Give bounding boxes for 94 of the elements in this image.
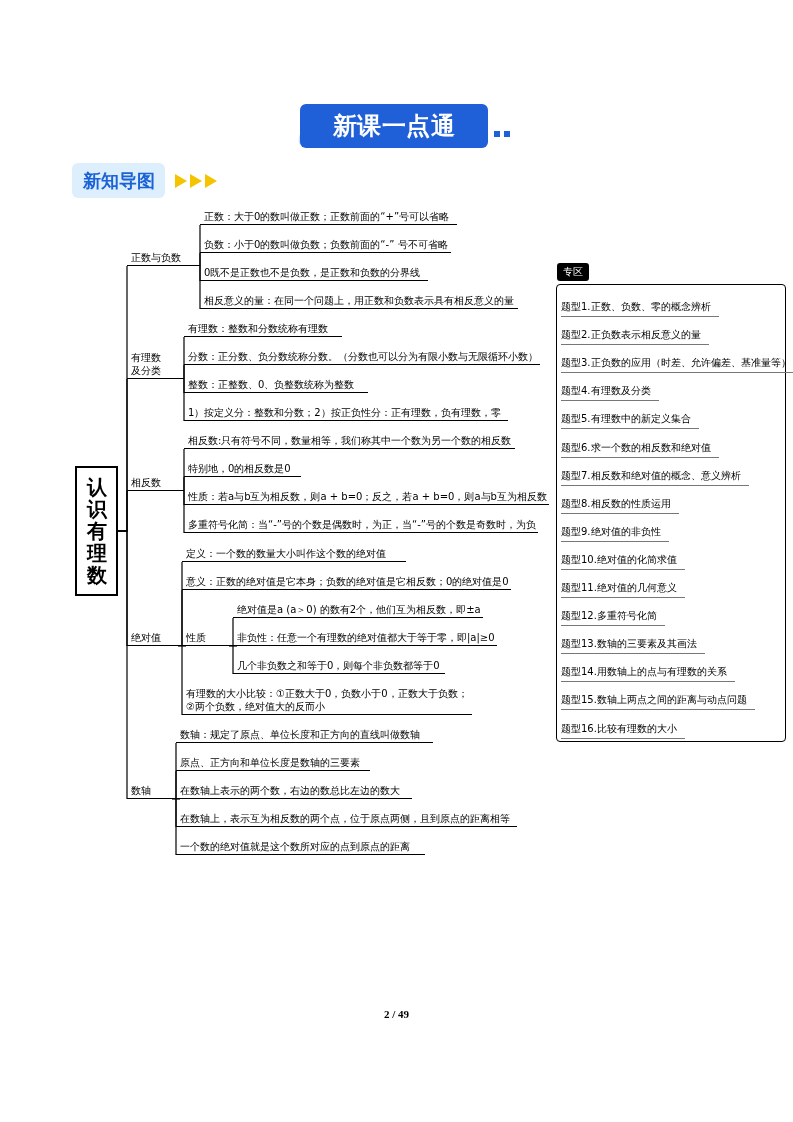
topic-line bbox=[182, 574, 511, 590]
connector-line bbox=[232, 645, 234, 675]
question-type-item: 题型6.求一个数的相反数和绝对值 bbox=[561, 440, 719, 458]
topic-line bbox=[233, 630, 497, 646]
topic-line bbox=[182, 630, 233, 646]
topic-line bbox=[127, 475, 184, 491]
topic-line bbox=[184, 321, 342, 337]
topic-text: 绝对值 bbox=[131, 631, 161, 644]
topic-line bbox=[200, 237, 451, 253]
title: 新课一点通 bbox=[332, 111, 456, 142]
question-type-item: 题型10.绝对值的化简求值 bbox=[561, 552, 685, 570]
topic-line bbox=[200, 265, 428, 281]
topic-line bbox=[184, 349, 540, 365]
topic-text: 定义：一个数的数量大小叫作这个数的绝对值 bbox=[186, 547, 386, 560]
connector-line bbox=[199, 265, 201, 310]
topic-text: 在数轴上，表示互为相反数的两个点，位于原点两侧，且到原点的距离相等 bbox=[180, 812, 510, 825]
connector-line bbox=[175, 798, 177, 856]
topic-line bbox=[200, 293, 518, 309]
question-type-item: 题型11.绝对值的几何意义 bbox=[561, 581, 685, 599]
topic-line bbox=[184, 461, 301, 477]
connector-line bbox=[228, 645, 238, 647]
topic-text: 有理数：整数和分数统称有理数 bbox=[188, 322, 328, 335]
topic-text: 正数与负数 bbox=[131, 251, 181, 264]
topic-text: 相反数:只有符号不同，数量相等，我们称其中一个数为另一个数的相反数 bbox=[188, 434, 512, 447]
topic-text: 原点、正方向和单位长度是数轴的三要素 bbox=[180, 756, 360, 769]
topic-line bbox=[176, 783, 412, 799]
topic-line bbox=[182, 546, 406, 562]
topic-text: 在数轴上表示的两个数，右边的数总比左边的数大 bbox=[180, 784, 400, 797]
topic-text: 特别地，0的相反数是0 bbox=[188, 462, 291, 475]
topic-text: 分数：正分数、负分数统称分数。（分数也可以分为有限小数与无限循环小数） bbox=[188, 350, 538, 363]
connector-line bbox=[171, 798, 181, 800]
topic-text: 相反意义的量：在同一个问题上，用正数和负数表示具有相反意义的量 bbox=[204, 294, 514, 307]
root-label: 认识有理数 bbox=[86, 476, 107, 586]
page-number: 2 / 49 bbox=[383, 1007, 410, 1022]
question-type-item: 题型9.绝对值的非负性 bbox=[561, 524, 669, 542]
topic-text: 意义：正数的绝对值是它本身；负数的绝对值是它相反数；0的绝对值是0 bbox=[186, 575, 509, 588]
topic-line bbox=[176, 811, 517, 827]
topic-text: 一个数的绝对值就是这个数所对应的点到原点的距离 bbox=[180, 840, 410, 853]
connector-line bbox=[181, 589, 183, 647]
topic-line bbox=[127, 250, 200, 266]
topic-line bbox=[176, 755, 370, 771]
topic-text: 有理数及分类 bbox=[131, 351, 162, 377]
topic-text: 非负性：任意一个有理数的绝对值都大于等于零，即|a|≥0 bbox=[237, 631, 495, 644]
question-type-item: 题型2.正负数表示相反意义的量 bbox=[561, 328, 709, 346]
connector-line bbox=[177, 645, 187, 647]
topic-line bbox=[233, 658, 445, 674]
topic-text: 性质 bbox=[186, 631, 206, 644]
connector-line bbox=[183, 364, 185, 380]
connector-line bbox=[175, 770, 177, 800]
topic-text: 多重符号化简：当“-”号的个数是偶数时，为正，当“-”号的个数是奇数时，为负 bbox=[188, 518, 536, 531]
topic-line bbox=[184, 405, 508, 421]
topic-line bbox=[184, 433, 515, 449]
topic-text: 数轴：规定了原点、单位长度和正方向的直线叫做数轴 bbox=[180, 728, 420, 741]
question-type-item: 题型13.数轴的三要素及其画法 bbox=[561, 637, 705, 655]
connector-line bbox=[183, 476, 185, 492]
topic-line bbox=[233, 602, 483, 618]
panel-tag: 专区 bbox=[557, 263, 589, 281]
question-type-item: 题型7.相反数和绝对值的概念、意义辨析 bbox=[561, 468, 749, 486]
topic-line bbox=[184, 377, 368, 393]
question-type-item: 题型12.多重符号化简 bbox=[561, 609, 665, 627]
topic-text: 1）按定义分：整数和分数；2）按正负性分：正有理数，负有理数，零 bbox=[188, 406, 501, 419]
question-type-item: 题型5.有理数中的新定义集合 bbox=[561, 412, 699, 430]
topic-text: 0既不是正数也不是负数，是正数和负数的分界线 bbox=[204, 266, 421, 279]
topic-text: 数轴 bbox=[131, 784, 151, 797]
connector-line bbox=[117, 530, 128, 800]
question-type-item: 题型8.相反数的性质运用 bbox=[561, 496, 679, 514]
question-type-item: 题型1.正数、负数、零的概念辨析 bbox=[561, 300, 719, 318]
question-type-item: 题型14.用数轴上的点与有理数的关系 bbox=[561, 665, 735, 683]
topic-text: 正数：大于0的数叫做正数；正数前面的“+”号可以省略 bbox=[204, 210, 450, 223]
topic-line bbox=[200, 209, 457, 225]
topic-line bbox=[127, 630, 182, 646]
root-box bbox=[75, 466, 118, 596]
topic-text: 性质：若a与b互为相反数，则a + b=0；反之，若a + b=0，则a与b互为相反数 bbox=[188, 490, 547, 503]
topic-text: 相反数 bbox=[131, 476, 161, 489]
topic-text: 整数：正整数、0、负整数统称为整数 bbox=[188, 378, 355, 391]
topic-line bbox=[127, 783, 176, 799]
question-type-item: 题型15.数轴上两点之间的距离与动点问题 bbox=[561, 693, 755, 711]
connector-line bbox=[232, 617, 234, 647]
question-type-item: 题型16.比较有理数的大小 bbox=[561, 721, 685, 739]
topic-text: 几个非负数之和等于0，则每个非负数都等于0 bbox=[237, 659, 440, 672]
question-type-item: 题型3.正负数的应用（时差、允许偏差、基准量等） bbox=[561, 356, 793, 374]
section-title: 新知导图 bbox=[82, 169, 155, 193]
connector-line bbox=[181, 645, 183, 716]
question-type-item: 题型4.有理数及分类 bbox=[561, 384, 659, 402]
connector-line bbox=[183, 378, 185, 422]
connector-line bbox=[199, 252, 201, 267]
topic-line bbox=[184, 489, 549, 505]
topic-line bbox=[176, 839, 425, 855]
topic-text: 绝对值是a (a＞0) 的数有2个，他们互为相反数，即±a bbox=[237, 603, 481, 616]
topic-text: 负数：小于0的数叫做负数；负数前面的“-” 号不可省略 bbox=[204, 238, 448, 251]
topic-line bbox=[176, 727, 433, 743]
topic-line bbox=[184, 517, 538, 533]
topic-text: 有理数的大小比较：①正数大于0，负数小于0，正数大于负数；②两个负数，绝对值大的反而小 bbox=[186, 687, 469, 713]
connector-line bbox=[183, 490, 185, 534]
